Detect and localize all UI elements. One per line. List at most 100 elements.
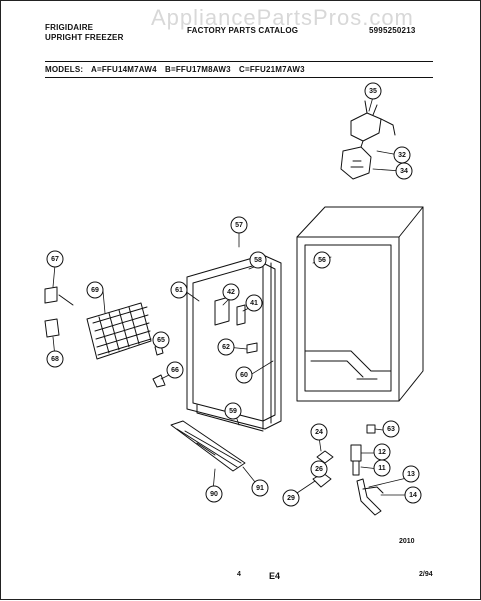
- callout-number: 62: [222, 344, 230, 351]
- callout-number: 61: [175, 287, 183, 294]
- page-number: 4: [237, 571, 241, 578]
- callout-circle: [222, 283, 240, 301]
- callout-number: 11: [378, 465, 386, 472]
- callout-circle: [46, 350, 64, 368]
- catalog-title: FACTORY PARTS CATALOG: [187, 26, 299, 35]
- callout-number: 26: [315, 466, 323, 473]
- callout-circle: [46, 250, 64, 268]
- header-rule-bottom: [45, 77, 433, 78]
- callout-number: 59: [229, 408, 237, 415]
- callout-59: 59: [224, 402, 242, 420]
- callout-circle: [217, 338, 235, 356]
- callout-circle: [152, 331, 170, 349]
- callout-number: 58: [254, 257, 262, 264]
- callout-circle: [310, 460, 328, 478]
- callout-circle: [205, 485, 223, 503]
- callout-13: 13: [402, 465, 420, 483]
- callout-number: 90: [210, 491, 218, 498]
- model-a: A=FFU14M7AW4: [91, 65, 157, 74]
- callout-66: 66: [166, 361, 184, 379]
- callout-number: 57: [235, 222, 243, 229]
- callout-circle: [402, 465, 420, 483]
- callout-number: 41: [250, 300, 258, 307]
- models-label: MODELS:: [45, 65, 84, 74]
- model-b: B=FFU17M8AW3: [165, 65, 231, 74]
- callout-number: 56: [318, 257, 326, 264]
- callout-91: 91: [251, 479, 269, 497]
- callout-circle: [373, 459, 391, 477]
- callout-41: 41: [245, 294, 263, 312]
- section-code: E4: [269, 571, 281, 581]
- thermostat-assembly: [340, 100, 396, 180]
- callout-circle: [86, 281, 104, 299]
- callout-number: 34: [400, 168, 408, 175]
- toe-grille: [170, 420, 246, 472]
- callout-11: 11: [373, 459, 391, 477]
- callout-number: 32: [398, 152, 406, 159]
- callout-circle: [282, 489, 300, 507]
- callout-14: 14: [404, 486, 422, 504]
- callout-number: 91: [256, 485, 264, 492]
- left-hardware: [44, 286, 166, 388]
- callout-58: 58: [249, 251, 267, 269]
- callout-62: 62: [217, 338, 235, 356]
- callout-number: 69: [91, 287, 99, 294]
- callout-number: 67: [51, 256, 59, 263]
- model-c: C=FFU21M7AW3: [239, 65, 305, 74]
- callout-56: 56: [313, 251, 331, 269]
- header-rule-top: [45, 61, 433, 62]
- callout-67: 67: [46, 250, 64, 268]
- callout-65: 65: [152, 331, 170, 349]
- callout-29: 29: [282, 489, 300, 507]
- callout-26: 26: [310, 460, 328, 478]
- callout-35: 35: [364, 82, 382, 100]
- callout-number: 63: [387, 426, 395, 433]
- callout-circle: [170, 281, 188, 299]
- watermark: AppliancePartsPros.com: [151, 5, 414, 30]
- callout-number: 24: [315, 429, 323, 436]
- callout-24: 24: [310, 423, 328, 441]
- callout-circle: [310, 423, 328, 441]
- callout-57: 57: [230, 216, 248, 234]
- brand-name: FRIGIDAIRE: [45, 23, 94, 32]
- callout-number: 65: [157, 337, 165, 344]
- callout-90: 90: [205, 485, 223, 503]
- callout-circle: [166, 361, 184, 379]
- callout-circle: [224, 402, 242, 420]
- callout-circle: [245, 294, 263, 312]
- callout-69: 69: [86, 281, 104, 299]
- callout-number: 14: [409, 492, 417, 499]
- revision-date: 2/94: [419, 571, 433, 578]
- callout-12: 12: [373, 443, 391, 461]
- callout-68: 68: [46, 350, 64, 368]
- callout-number: 66: [171, 367, 179, 374]
- callout-circle: [235, 366, 253, 384]
- callout-circle: [364, 82, 382, 100]
- catalog-part-number: 5995250213: [369, 26, 416, 35]
- callout-34: 34: [395, 162, 413, 180]
- callout-number: 60: [240, 372, 248, 379]
- callout-circle: [382, 420, 400, 438]
- callout-number: 68: [51, 356, 59, 363]
- callout-circle: [313, 251, 331, 269]
- callout-circle: [395, 162, 413, 180]
- callout-circle: [251, 479, 269, 497]
- callout-60: 60: [235, 366, 253, 384]
- drawing-code: 2010: [399, 538, 415, 545]
- cabinet-liner: [296, 206, 424, 402]
- callout-42: 42: [222, 283, 240, 301]
- rear-grille: [86, 302, 152, 360]
- callout-number: 42: [227, 289, 235, 296]
- product-name: UPRIGHT FREEZER: [45, 33, 124, 42]
- callout-circle: [249, 251, 267, 269]
- callout-number: 12: [378, 449, 386, 456]
- callout-number: 35: [369, 88, 377, 95]
- callout-32: 32: [393, 146, 411, 164]
- callout-63: 63: [382, 420, 400, 438]
- callout-circle: [230, 216, 248, 234]
- callout-61: 61: [170, 281, 188, 299]
- callout-circle: [404, 486, 422, 504]
- callout-number: 29: [287, 495, 295, 502]
